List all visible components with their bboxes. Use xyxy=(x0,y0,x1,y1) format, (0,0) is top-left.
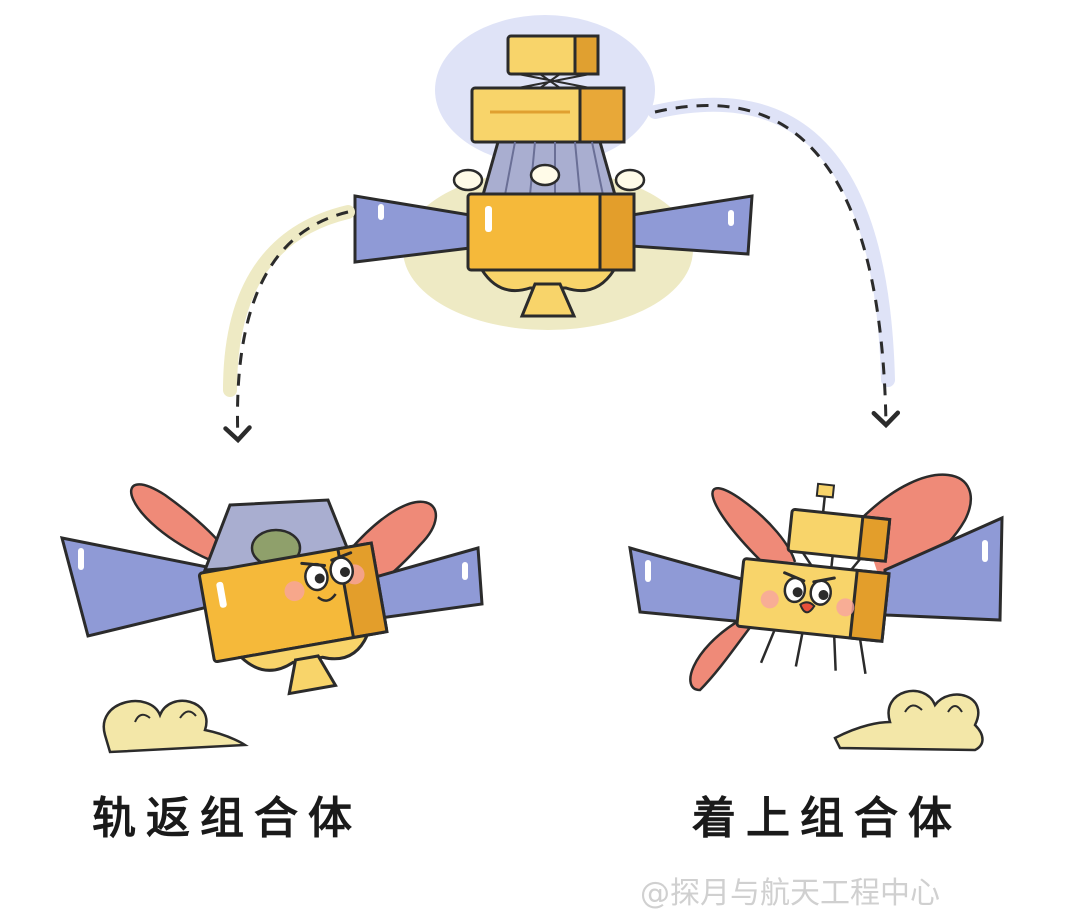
orbiter-returner-character xyxy=(59,483,484,696)
mouth xyxy=(317,593,337,602)
arrow-to-left xyxy=(223,210,349,444)
cloud-right xyxy=(833,689,984,752)
ribbon-left xyxy=(711,487,797,563)
separation-arrows xyxy=(223,97,901,444)
watermark: @探月与航天工程中心 xyxy=(640,876,940,911)
label-lander-ascender: 着上组合体 xyxy=(692,793,962,844)
engine-nozzle xyxy=(519,282,577,318)
arrow-to-right xyxy=(654,104,901,429)
lander-ascender-character xyxy=(628,473,1004,692)
label-orbiter-returner: 轨返组合体 xyxy=(92,793,362,844)
solar-panel-left xyxy=(628,545,754,624)
antenna xyxy=(815,482,836,499)
mouth xyxy=(799,601,816,614)
solar-panel-left xyxy=(59,536,214,638)
returner-bowl xyxy=(479,268,617,293)
cloud-left xyxy=(102,699,249,754)
full-spacecraft xyxy=(353,15,754,330)
